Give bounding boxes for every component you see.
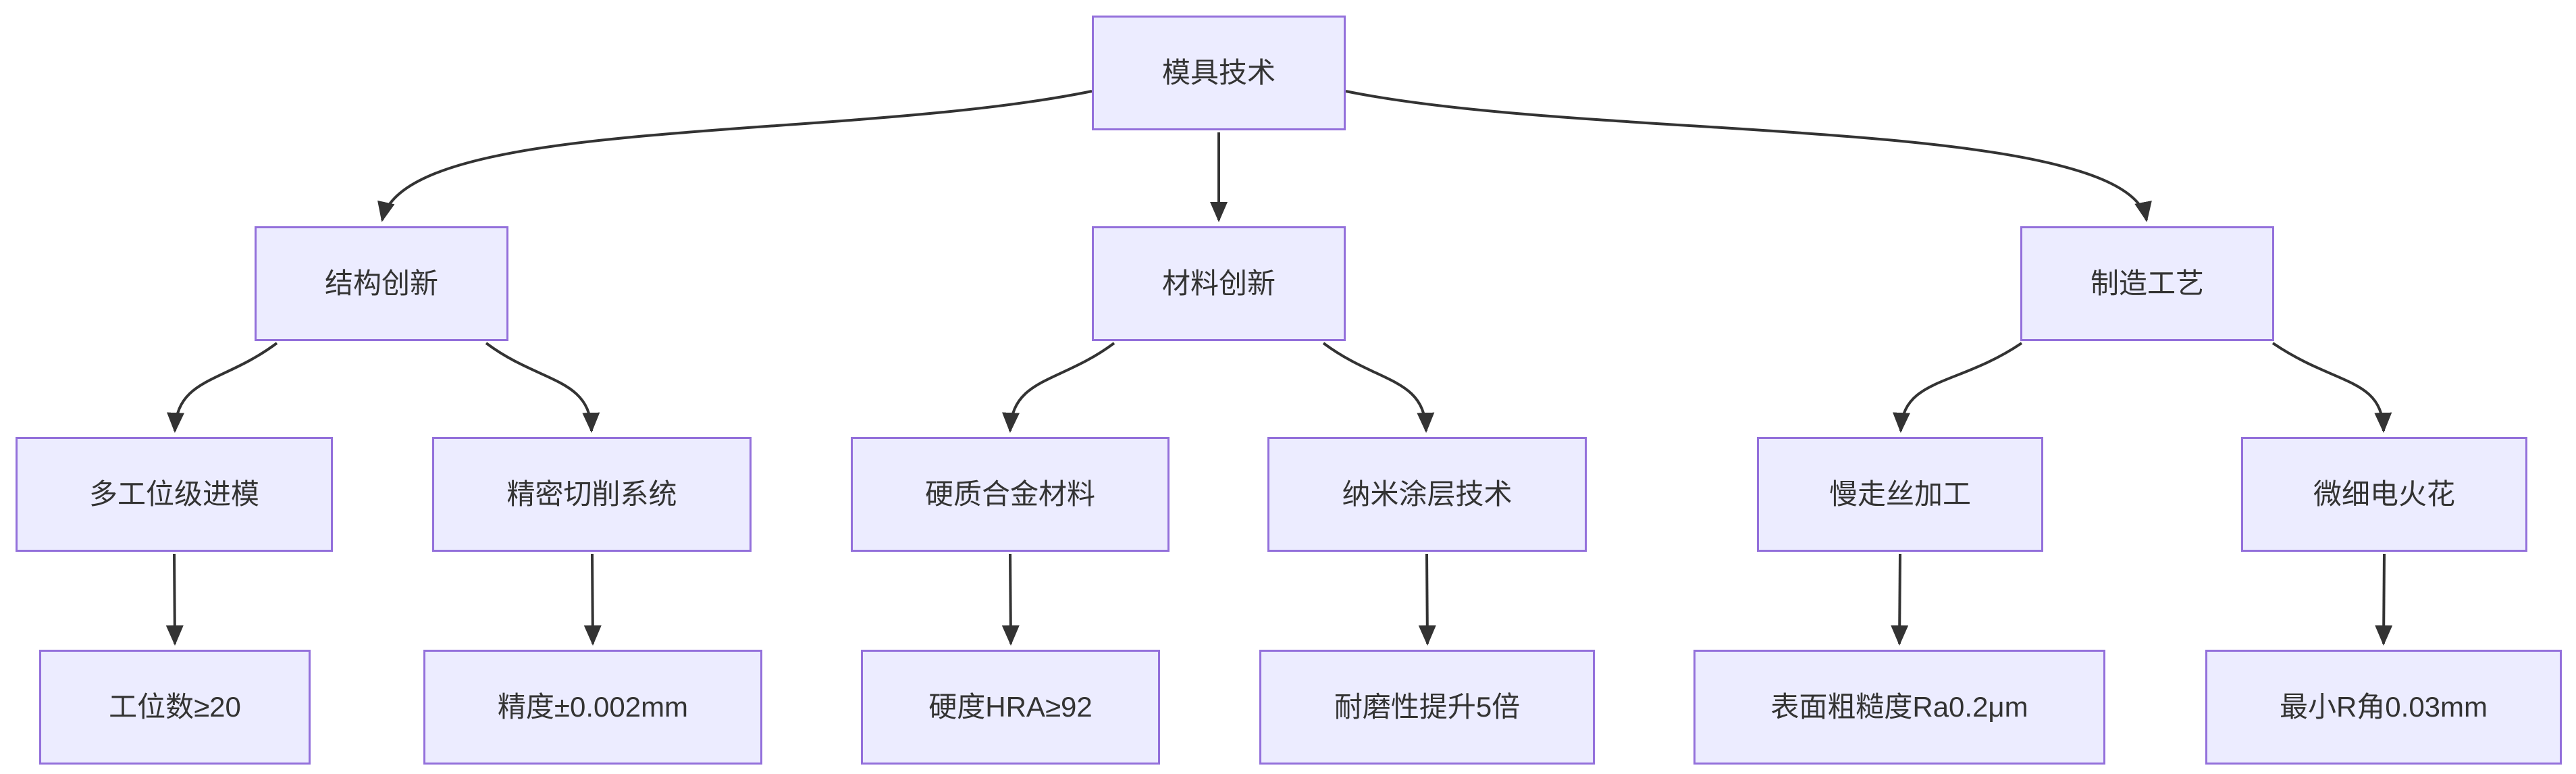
edge-root-process [1345,90,2152,222]
node-nano-coating-technology: 纳米涂层技术 [1267,437,1587,552]
node-structural-innovation: 结构创新 [255,226,508,341]
edge-cutting-precision [583,553,602,646]
node-station-count-spec: 工位数≥20 [39,650,311,765]
node-precision-spec: 精度±0.002mm [423,650,762,765]
node-slow-wire-cutting: 慢走丝加工 [1757,437,2043,552]
node-manufacturing-process: 制造工艺 [2020,226,2274,341]
node-hardness-spec: 硬度HRA≥92 [861,650,1160,765]
edge-process-wireedm [1893,342,2023,433]
edge-material-carbide [1002,342,1115,433]
node-surface-roughness-spec: 表面粗糙度Ra0.2μm [1693,650,2105,765]
edge-wireedm-roughness [1891,553,1909,646]
node-label: 精密切削系统 [506,478,677,510]
edge-carbide-hardness [1001,553,1020,646]
node-label: 硬质合金材料 [924,478,1095,510]
node-label: 最小R角0.03mm [2279,690,2488,723]
node-label: 表面粗糙度Ra0.2μm [1770,690,2028,723]
node-label: 慢走丝加工 [1829,478,1971,510]
node-wear-resistance-spec: 耐磨性提升5倍 [1259,650,1595,765]
node-label: 制造工艺 [2090,267,2204,299]
edge-process-microedm [2271,342,2392,433]
edge-multi-stations [165,553,184,646]
edge-material-nano [1322,342,1435,433]
node-label: 纳米涂层技术 [1342,478,1513,510]
node-carbide-material: 硬质合金材料 [851,437,1169,552]
node-mold-technology: 模具技术 [1092,16,1346,130]
node-label: 精度±0.002mm [497,690,689,723]
node-precision-cutting-system: 精密切削系统 [432,437,752,552]
node-micro-edm: 微细电火花 [2241,437,2527,552]
node-material-innovation: 材料创新 [1092,226,1346,341]
node-label: 多工位级进模 [88,478,259,510]
node-label: 工位数≥20 [109,690,241,723]
edge-structure-cutting [485,342,600,433]
edge-root-structure [377,90,1093,222]
node-label: 模具技术 [1161,56,1276,88]
node-label: 耐磨性提升5倍 [1334,690,1521,723]
node-label: 硬度HRA≥92 [928,690,1093,723]
node-label: 结构创新 [324,267,438,299]
node-multi-station-progressive-die: 多工位级进模 [16,437,333,552]
edge-structure-multi [167,342,278,433]
node-label: 材料创新 [1161,267,1276,299]
node-label: 微细电火花 [2313,478,2455,510]
node-min-r-corner-spec: 最小R角0.03mm [2205,650,2562,765]
